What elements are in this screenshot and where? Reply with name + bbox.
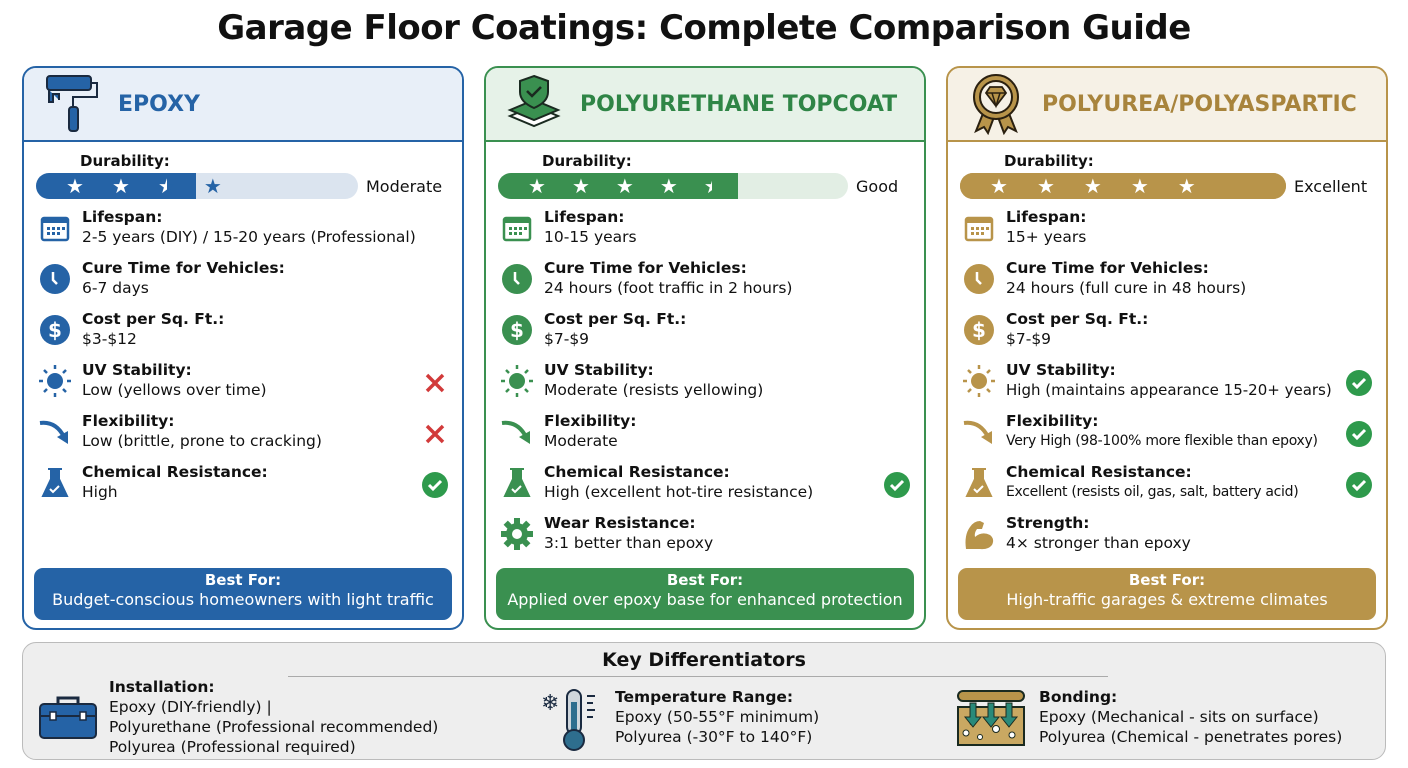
clock-icon [38,262,72,296]
star-icons: ★★★★ [66,174,222,198]
feature-lifespan: Lifespan:10-15 years [486,207,924,258]
toolbox-icon [37,677,99,757]
feature-flexibility: Flexibility:Moderate [486,411,924,462]
durability-rating: ★★★★★ Good [486,170,924,199]
differentiator-temperature: ❄ Temperature Range: Epoxy (50-55°F mini… [539,687,819,753]
thermometer-snowflake-icon: ❄ [539,687,605,753]
clock-icon [500,262,534,296]
card-header: POLYUREA/POLYASPARTIC [948,68,1386,142]
feature-chemical: Chemical Resistance:High (excellent hot-… [486,462,924,513]
bonding-layers-icon [955,687,1027,749]
feature-uv: UV Stability:Moderate (resists yellowing… [486,360,924,411]
shield-layers-icon [504,74,564,134]
durability-label: Durability: [542,152,632,170]
durability-text: Moderate [366,176,443,196]
feature-lifespan: Lifespan:2-5 years (DIY) / 15-20 years (… [24,207,462,258]
feature-flexibility: Flexibility:Low (brittle, prone to crack… [24,411,462,462]
durability-label: Durability: [80,152,170,170]
cross-icon [422,421,448,447]
key-differentiators-panel: Key Differentiators Installation: Epoxy … [22,642,1386,760]
durability-text: Good [856,176,899,196]
card-title: POLYURETHANE TOPCOAT [580,91,898,117]
sun-icon [38,364,72,398]
sun-icon [962,364,996,398]
muscle-icon [962,517,996,551]
durability-rating: ★★★★★ Excellent [948,170,1386,199]
feature-cost: $Cost per Sq. Ft.:$3-$12 [24,309,462,360]
star-icons: ★★★★★ [528,174,722,198]
key-differentiators-title: Key Differentiators [602,649,806,671]
polyurea-card: POLYUREA/POLYASPARTIC Durability: ★★★★★ … [946,66,1388,630]
feature-cost: $Cost per Sq. Ft.:$7-$9 [948,309,1386,360]
feature-flexibility: Flexibility:Very High (98-100% more flex… [948,411,1386,462]
card-title: POLYUREA/POLYASPARTIC [1042,91,1357,117]
flex-arrow-icon [38,415,72,449]
feature-uv: UV Stability:Low (yellows over time) [24,360,462,411]
dollar-icon: $ [500,313,534,347]
feature-cost: $Cost per Sq. Ft.:$7-$9 [486,309,924,360]
best-for-banner: Best For: Applied over epoxy base for en… [496,568,914,620]
feature-cure-time: Cure Time for Vehicles:24 hours (full cu… [948,258,1386,309]
flex-arrow-icon [500,415,534,449]
card-header: EPOXY [24,68,462,142]
check-icon [1346,421,1372,447]
gear-icon [500,517,534,551]
check-icon [1346,370,1372,396]
best-for-banner: Best For: Budget-conscious homeowners wi… [34,568,452,620]
best-for-banner: Best For: High-traffic garages & extreme… [958,568,1376,620]
feature-cure-time: Cure Time for Vehicles:24 hours (foot tr… [486,258,924,309]
star-icons: ★★★★★ [990,174,1196,198]
feature-lifespan: Lifespan:15+ years [948,207,1386,258]
check-icon [884,472,910,498]
differentiator-bonding: Bonding: Epoxy (Mechanical - sits on sur… [955,687,1342,749]
card-title: EPOXY [118,91,200,117]
svg-text:$: $ [510,318,524,342]
flask-icon [500,466,534,500]
diamond-badge-icon [966,74,1026,135]
clock-icon [962,262,996,296]
durability-text: Excellent [1294,176,1368,196]
polyurethane-card: POLYURETHANE TOPCOAT Durability: ★★★★★ G… [484,66,926,630]
paint-roller-icon [42,74,102,134]
feature-chemical: Chemical Resistance:High [24,462,462,513]
page-title: Garage Floor Coatings: Complete Comparis… [217,8,1191,48]
flask-icon [962,466,996,500]
svg-text:$: $ [972,318,986,342]
dollar-icon: $ [962,313,996,347]
feature-cure-time: Cure Time for Vehicles:6-7 days [24,258,462,309]
durability-rating: ★★★★ Moderate [24,170,462,199]
svg-text:$: $ [48,318,62,342]
flask-icon [38,466,72,500]
calendar-icon [38,211,72,245]
svg-text:❄: ❄ [541,691,559,716]
durability-label: Durability: [1004,152,1094,170]
cross-icon [422,370,448,396]
sun-icon [500,364,534,398]
differentiator-installation: Installation: Epoxy (DIY-friendly) | Pol… [37,677,438,757]
check-icon [1346,472,1372,498]
card-header: POLYURETHANE TOPCOAT [486,68,924,142]
feature-uv: UV Stability:High (maintains appearance … [948,360,1386,411]
feature-strength: Strength:4× stronger than epoxy [948,513,1386,564]
feature-chemical: Chemical Resistance:Excellent (resists o… [948,462,1386,513]
calendar-icon [500,211,534,245]
flex-arrow-icon [962,415,996,449]
calendar-icon [962,211,996,245]
feature-wear: Wear Resistance:3:1 better than epoxy [486,513,924,564]
check-icon [422,472,448,498]
divider [288,676,1108,677]
dollar-icon: $ [38,313,72,347]
epoxy-card: EPOXY Durability: ★★★★ Moderate Lifespan… [22,66,464,630]
